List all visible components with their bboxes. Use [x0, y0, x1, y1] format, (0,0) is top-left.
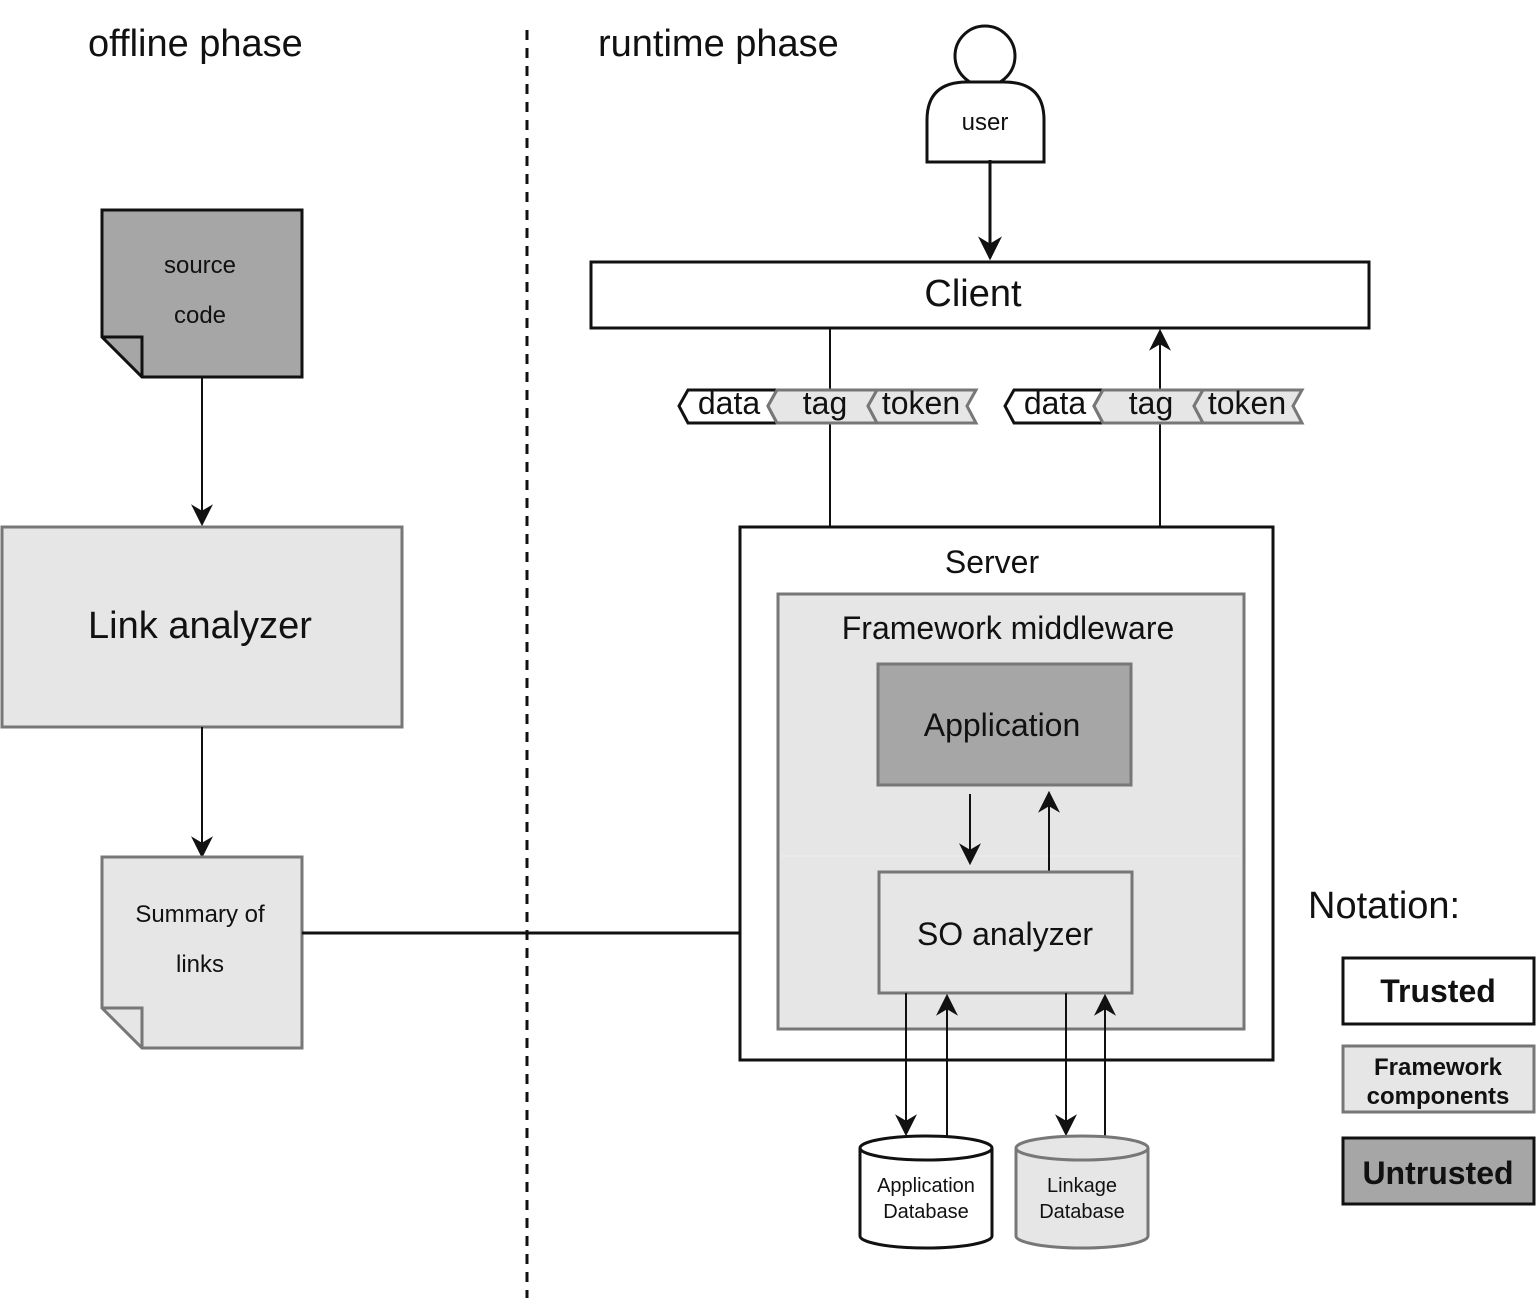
application-label: Application [924, 707, 1081, 743]
request-tag-label: tag [803, 385, 847, 421]
source-code-document: source code [100, 208, 304, 379]
server-label: Server [945, 544, 1040, 580]
app-db-label-line2: Database [883, 1201, 969, 1223]
summary-of-links-document: Summary of links [100, 855, 304, 1050]
response-token-label: token [1208, 385, 1286, 421]
legend-framework-label-line1: Framework [1374, 1054, 1503, 1081]
response-token-segment [1192, 388, 1305, 425]
user-actor: user [925, 24, 1046, 164]
so-analyzer-label: SO analyzer [917, 916, 1093, 952]
summary-label-line1: Summary of [135, 901, 265, 928]
link-analyzer-label: Link analyzer [88, 605, 312, 647]
notation-title: Notation: [1308, 885, 1460, 927]
link-analyzer-box: Link analyzer [0, 525, 404, 729]
request-token-segment [866, 388, 979, 425]
so-analyzer-box: SO analyzer [877, 870, 1134, 995]
response-tag-label: tag [1129, 385, 1173, 421]
legend-untrusted-label: Untrusted [1362, 1155, 1513, 1191]
response-message: data tag token [1003, 385, 1305, 425]
legend-framework-label-line2: components [1367, 1083, 1510, 1110]
application-box: Application [876, 662, 1133, 787]
offline-phase-title: offline phase [88, 23, 303, 65]
request-token-label: token [882, 385, 960, 421]
user-label: user [962, 109, 1009, 136]
client-box: Client [589, 260, 1371, 330]
middleware-label: Framework middleware [842, 610, 1175, 646]
client-label: Client [924, 273, 1022, 315]
link-db-label-line2: Database [1039, 1201, 1125, 1223]
request-message: data tag token [677, 385, 979, 425]
legend-trusted-swatch [1341, 956, 1536, 1026]
legend-framework-swatch [1341, 1044, 1536, 1114]
application-database: Application Database [858, 1134, 994, 1250]
response-data-label: data [1024, 385, 1086, 421]
runtime-phase-title: runtime phase [598, 23, 839, 65]
link-db-label-line1: Linkage [1047, 1175, 1117, 1197]
legend-trusted-label: Trusted [1380, 973, 1496, 1009]
source-code-label-line2: code [174, 302, 226, 329]
request-data-label: data [698, 385, 760, 421]
summary-label-line2: links [176, 951, 224, 978]
legend-untrusted-swatch [1341, 1136, 1536, 1206]
app-db-label-line1: Application [877, 1175, 975, 1197]
linkage-database: Linkage Database [1014, 1134, 1150, 1250]
notation-legend: Notation: Trusted Framework components U… [1308, 885, 1536, 1206]
source-code-label-line1: source [164, 252, 236, 279]
